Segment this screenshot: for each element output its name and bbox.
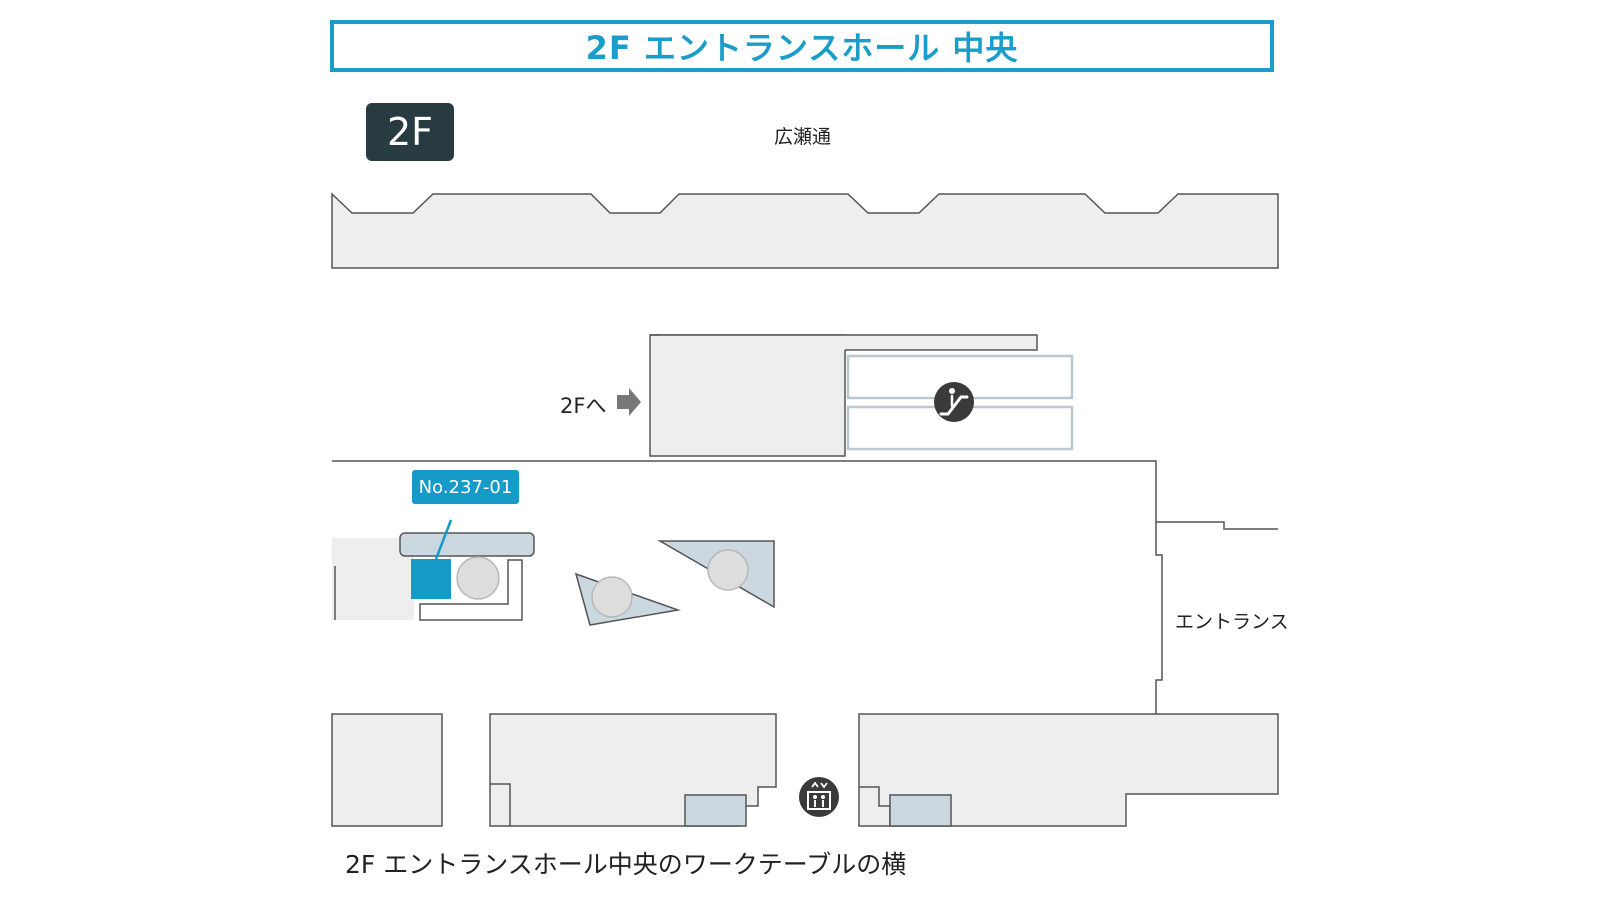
elevator-icon [799, 777, 839, 817]
work-table-top [399, 532, 535, 557]
street-front-wall [331, 192, 1279, 269]
location-number-badge: No.237-01 [412, 470, 519, 504]
arrow-right-icon [617, 388, 641, 416]
to-2f-label: 2Fへ [560, 394, 607, 418]
bottom-room-1 [331, 713, 443, 827]
location-caption: 2F エントランスホール中央のワークテーブルの横 [345, 850, 907, 879]
street-label: 広瀬通 [774, 126, 832, 148]
hall-wall [332, 460, 1278, 530]
escalator-room [649, 334, 846, 457]
floor-badge: 2F [366, 103, 454, 161]
escalator-icon [934, 382, 974, 422]
work-table-base [419, 559, 523, 621]
location-marker[interactable] [411, 559, 451, 599]
entrance-label: エントランス [1175, 611, 1289, 633]
page-title: 2F エントランスホール 中央 [330, 20, 1274, 72]
bottom-room-3 [858, 713, 1279, 827]
plant-icon [456, 556, 500, 600]
